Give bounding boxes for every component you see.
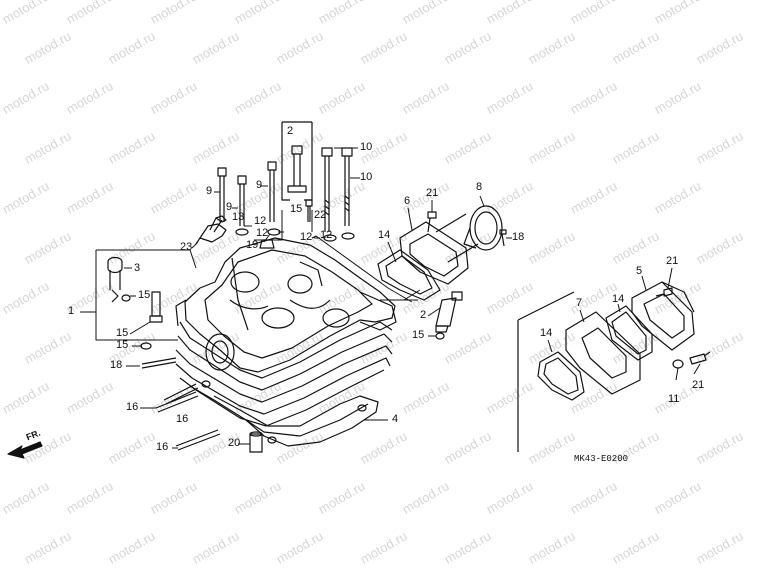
- dowel-pins: [141, 357, 263, 453]
- valve-guide-right: [435, 291, 463, 340]
- callout-23: 23: [180, 241, 193, 253]
- callout-16-c: 16: [156, 441, 169, 453]
- callout-1: 1: [68, 305, 75, 317]
- head-bolts: [217, 147, 355, 249]
- callout-6: 6: [404, 195, 411, 207]
- cylinder-head: [175, 237, 397, 447]
- callout-10-a: 10: [360, 141, 373, 153]
- dowel-stud-top: [281, 121, 313, 222]
- callout-17: 18: [512, 231, 525, 243]
- callout-10-b: 10: [360, 171, 373, 183]
- front-arrow-icon: [7, 441, 43, 459]
- callout-16-a: 16: [126, 401, 139, 413]
- callout-2-top: 2: [287, 125, 294, 137]
- callout-13: 13: [232, 211, 245, 223]
- callout-16-b: 16: [176, 413, 189, 425]
- callout-3: 3: [134, 262, 141, 274]
- callout-15-top: 15: [290, 203, 303, 215]
- callout-14-b: 14: [612, 293, 625, 305]
- callout-5: 5: [636, 265, 643, 277]
- callout-19: 20: [228, 437, 241, 449]
- callout-12-c: 12: [300, 231, 313, 243]
- leader-lines: [80, 147, 701, 449]
- callout-15-left: 15: [138, 289, 151, 301]
- callout-20: 21: [426, 187, 439, 199]
- callout-18: 18: [110, 359, 123, 371]
- callout-8: 8: [476, 181, 483, 193]
- intake-assembly-right: [517, 281, 711, 452]
- callout-12-b: 12: [256, 227, 269, 239]
- callout-15-low: 15: [116, 339, 129, 351]
- callout-15-mid: 15: [116, 327, 129, 339]
- spark-plug: [195, 215, 227, 245]
- callout-12-d: 12: [320, 229, 333, 241]
- callout-9-mid: 9: [226, 201, 233, 213]
- callout-9-right: 9: [256, 179, 263, 191]
- callout-2-right: 2: [420, 309, 427, 321]
- callout-22: 22: [314, 209, 327, 221]
- valve-guide-left: [107, 256, 163, 350]
- callout-14-c: 14: [540, 327, 553, 339]
- callout-12-a: 12: [254, 215, 267, 227]
- callout-21-bottom: 21: [692, 379, 705, 391]
- callout-14-a: 14: [378, 229, 391, 241]
- callout-15-right: 15: [412, 329, 425, 341]
- callout-4: 4: [392, 413, 399, 425]
- callout-7: 7: [576, 297, 583, 309]
- callout-9-left: 9: [206, 185, 213, 197]
- callout-11: 11: [668, 393, 680, 405]
- callout-21-top: 21: [666, 255, 679, 267]
- callout-18-top: 19: [246, 239, 259, 251]
- diagram-code: MK43-E0200: [574, 454, 629, 464]
- intake-assembly-left: [377, 205, 507, 301]
